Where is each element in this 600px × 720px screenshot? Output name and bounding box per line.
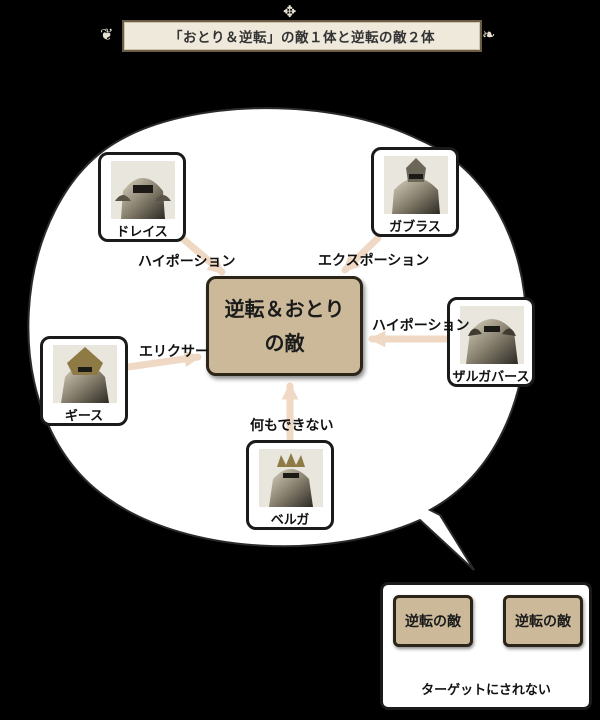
arrow-dreis (178, 234, 226, 276)
zargabaath-portrait-icon (460, 306, 524, 364)
panel-note: ターゲットにされない (421, 683, 551, 698)
enemy-card-dreis: ドレイス (98, 152, 186, 242)
enemy-name: ザルガバース (452, 370, 530, 385)
non-target-panel: 逆転の敵 逆転の敵 ターゲットにされない (380, 582, 592, 710)
arrow-ghis (124, 350, 202, 371)
gabranth-portrait-icon (384, 156, 448, 214)
ornament-icon: ✥ (283, 2, 297, 21)
ghis-portrait-icon (53, 345, 117, 403)
enemy-card-ghis: ギース (40, 336, 128, 426)
center-label-line1: 逆転＆おとり (224, 297, 345, 321)
bergan-portrait-icon (259, 449, 323, 507)
action-label-bergan: 何もできない (250, 418, 334, 434)
action-label-zargabaath: ハイポーション (372, 318, 470, 334)
action-arrows (124, 234, 454, 442)
arrow-gabranth (341, 234, 382, 274)
ornament-right-icon: ❧ (482, 25, 496, 44)
center-enemy-box: 逆転＆おとり の敵 (206, 276, 363, 376)
center-label-line2: の敵 (264, 331, 305, 355)
action-label-ghis: エリクサー (139, 344, 209, 360)
enemy-card-zargabaath: ザルガバース (447, 297, 535, 387)
ornament-left-icon: ❦ (100, 25, 114, 44)
enemy-name: ギース (64, 409, 104, 424)
diagram-title: 「おとり＆逆転」の敵１体と逆転の敵２体 (169, 30, 435, 46)
enemy-name: ガブラス (389, 220, 441, 235)
enemy-card-bergan: ベルガ (246, 440, 334, 530)
action-label-dreis: ハイポーション (138, 254, 236, 270)
enemy-name: ベルガ (270, 513, 310, 528)
reverse-enemy-box-b: 逆転の敵 (503, 595, 583, 647)
dreis-portrait-icon (111, 161, 175, 219)
enemy-name: ドレイス (116, 225, 168, 240)
action-label-gabranth: エクスポーション (318, 253, 430, 269)
reverse-enemy-box-a: 逆転の敵 (393, 595, 473, 647)
title-banner: 「おとり＆逆転」の敵１体と逆転の敵２体 (122, 20, 482, 52)
enemy-card-gabranth: ガブラス (371, 147, 459, 237)
